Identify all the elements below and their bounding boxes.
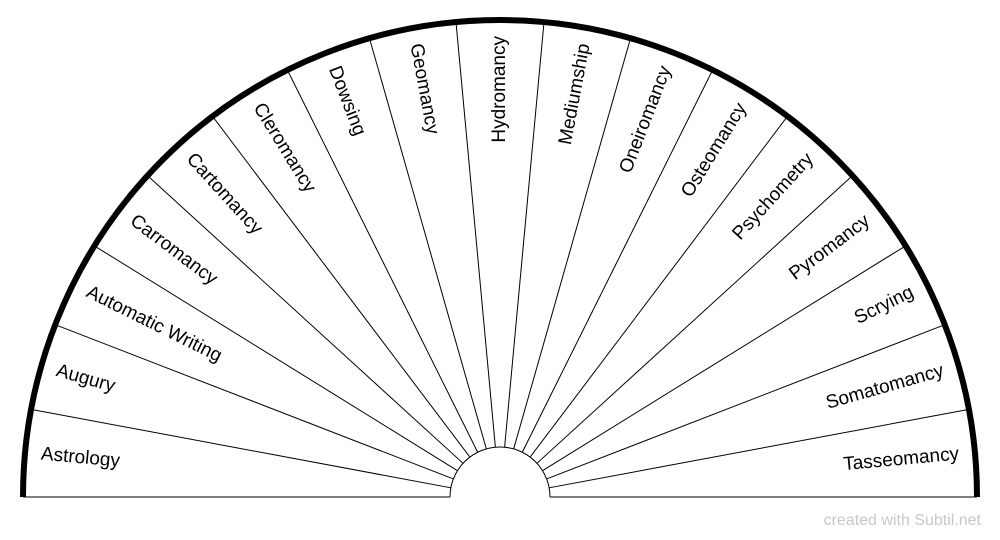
segment-label: Carromancy <box>126 210 222 289</box>
segment-label: Psychometry <box>728 149 818 245</box>
segment-label: Cartomancy <box>182 149 267 239</box>
divider-line <box>455 21 496 448</box>
divider-line <box>542 245 906 472</box>
segment-label: Astrology <box>40 444 121 472</box>
divider-lines <box>31 21 969 489</box>
divider-line <box>521 69 714 453</box>
divider-line <box>31 408 451 489</box>
divider-line <box>546 324 945 480</box>
segment-label: Geomancy <box>405 42 443 137</box>
divider-line <box>513 38 632 450</box>
divider-line <box>94 245 458 472</box>
divider-line <box>536 175 853 464</box>
inner-hub <box>449 446 551 498</box>
segment-label: Augury <box>54 360 118 397</box>
divider-line <box>549 408 969 489</box>
divider-line <box>286 69 479 453</box>
divider-line <box>368 38 487 450</box>
divider-line <box>55 324 454 480</box>
segment-label: Scrying <box>851 282 917 329</box>
segment-label: Automatic Writing <box>83 282 225 367</box>
segment-label: Osteomancy <box>677 99 751 201</box>
divider-line <box>147 175 464 464</box>
segment-label: Somatomancy <box>824 360 947 414</box>
segment-label: Mediumship <box>555 42 594 147</box>
divider-line <box>504 21 545 448</box>
divider-line <box>212 116 471 458</box>
segment-label: Hydromancy <box>489 36 510 143</box>
outer-arc <box>20 17 980 498</box>
segment-label: Tasseomancy <box>842 443 960 475</box>
credit-watermark: created with Subtil.net <box>823 512 981 529</box>
segment-label: Oneiromancy <box>615 63 676 176</box>
divider-line <box>529 116 788 458</box>
segment-label: Dowsing <box>324 63 370 139</box>
